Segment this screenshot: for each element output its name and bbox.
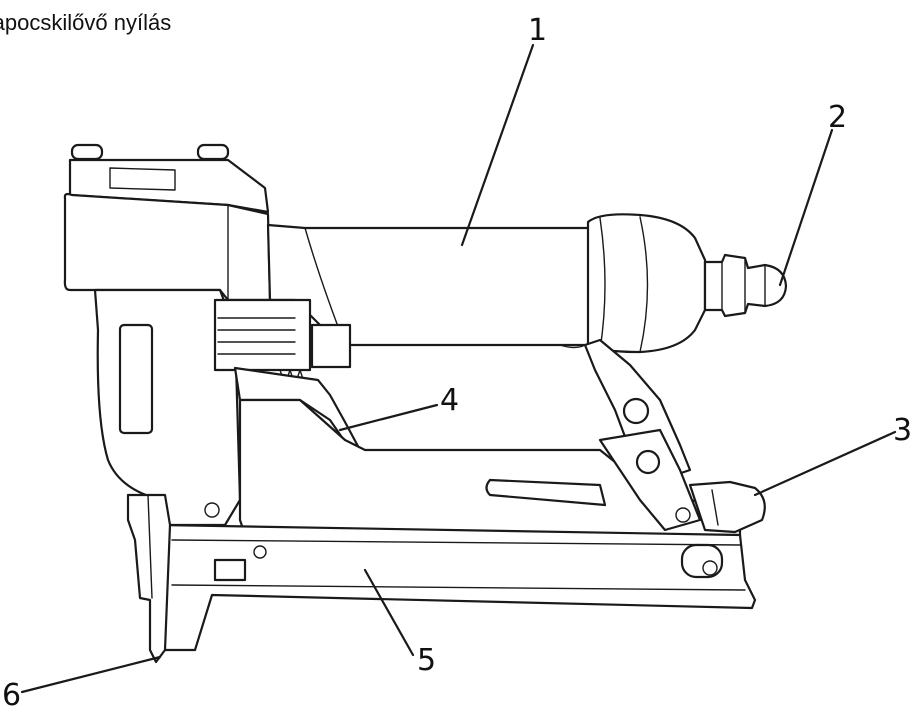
staple-nose <box>126 493 172 664</box>
stapler-illustration <box>63 143 788 664</box>
label-3: 3 <box>893 413 912 448</box>
label-2: 2 <box>828 100 847 135</box>
part-labels: 1 2 3 4 5 6 <box>2 13 912 713</box>
label-4: 4 <box>440 383 459 418</box>
leader-line-5 <box>363 568 415 657</box>
rear-latch <box>688 480 766 534</box>
label-6: 6 <box>2 678 21 713</box>
leader-line-1 <box>460 43 535 247</box>
leader-line-2 <box>778 128 834 287</box>
label-5: 5 <box>417 643 436 678</box>
rear-linkage <box>598 428 702 532</box>
head-body <box>63 192 272 302</box>
caption-text: Kapocskilővő nyílás <box>0 10 171 35</box>
leader-line-4 <box>338 403 439 432</box>
leader-line-3 <box>753 430 897 497</box>
label-1: 1 <box>528 13 547 48</box>
top-bolts <box>70 143 230 161</box>
leader-lines <box>20 43 897 694</box>
leader-line-6 <box>20 655 162 694</box>
